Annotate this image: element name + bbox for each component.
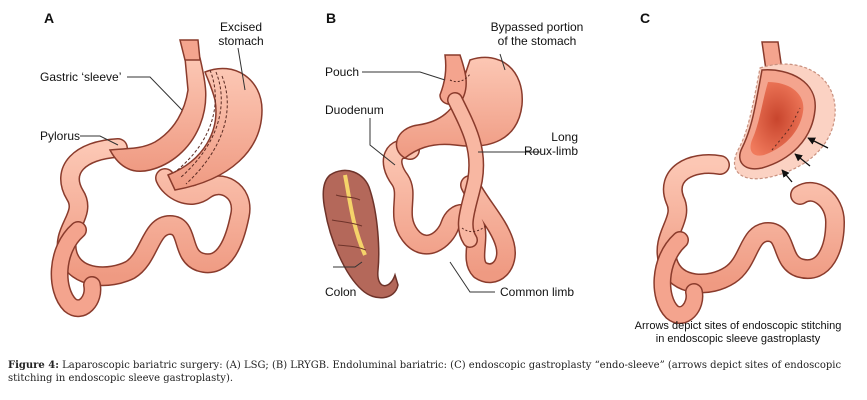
label-roux-limb: Long Roux-limb [520,130,578,158]
panel-b-illustration [322,54,523,299]
label-roux-line1: Long [551,130,578,144]
label-pouch: Pouch [325,65,360,79]
panel-c-note-line1: Arrows depict sites of endoscopic stitch… [634,320,842,332]
label-gastric-sleeve: Gastric ‘sleeve’ [40,70,122,84]
label-pylorus: Pylorus [40,129,81,143]
label-bypassed-line1: Bypassed portion [490,20,584,34]
label-bypassed-stomach: Bypassed portion of the stomach [482,20,592,48]
panel-c-note-line2: in endoscopic sleeve gastroplasty [655,333,821,345]
label-excised-stomach: Excised stomach [213,20,269,48]
label-excised-line2: stomach [218,34,264,48]
surgery-illustration [50,39,846,325]
caption-label: Figure 4: [8,360,59,371]
caption-text: Laparoscopic bariatric surgery: (A) LSG;… [8,360,842,384]
figure-caption: Figure 4: Laparoscopic bariatric surgery… [8,359,858,385]
panel-c-note: Arrows depict sites of endoscopic stitch… [618,320,858,346]
label-common-limb: Common limb [500,285,575,299]
colon [322,169,399,299]
label-roux-line2: Roux-limb [523,144,578,158]
label-bypassed-line2: of the stomach [497,34,577,48]
label-duodenum: Duodenum [325,103,384,117]
excised-stomach [166,67,263,191]
panel-c-illustration [653,41,846,325]
panel-a-illustration [50,39,263,318]
panel-letter-c: C [640,10,651,26]
gastric-sleeve [108,57,207,172]
panel-letter-a: A [44,10,55,26]
label-excised-line1: Excised [219,20,263,34]
label-colon: Colon [325,285,357,299]
panel-letter-b: B [326,10,337,26]
